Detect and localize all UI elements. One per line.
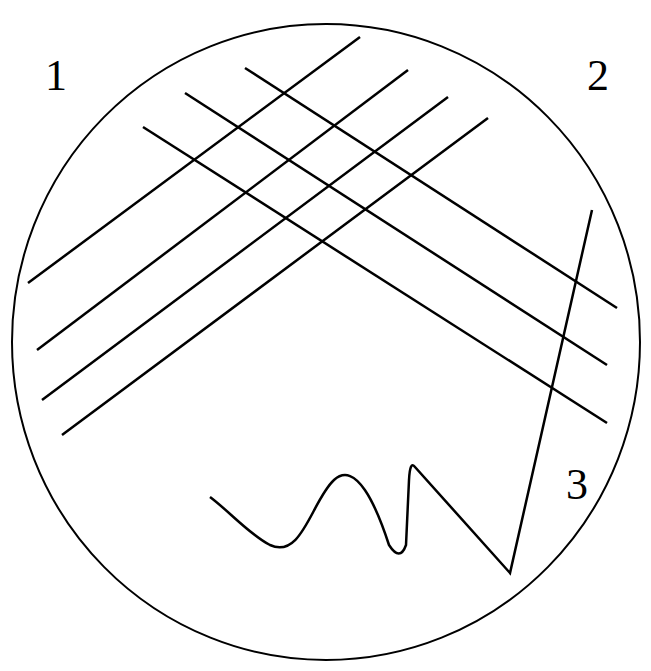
- streak-section-1: [28, 37, 488, 435]
- section-number: 3: [566, 463, 588, 507]
- streak-section-2: [143, 68, 617, 423]
- dish-outline: [12, 24, 640, 660]
- streak-section-3: [210, 210, 592, 573]
- section-number: 1: [45, 54, 67, 98]
- section-number: 2: [587, 54, 609, 98]
